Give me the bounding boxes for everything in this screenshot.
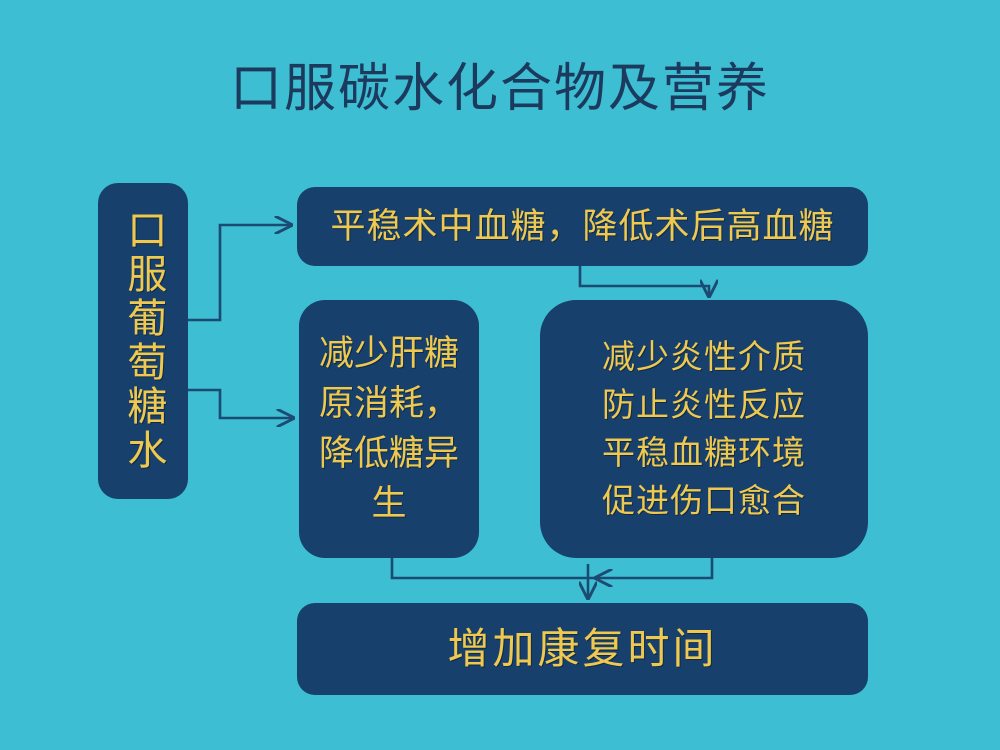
connector-source-to-glycemia (188, 225, 291, 322)
node-reduce-inflammation-line-2: 防止炎性反应 (602, 385, 806, 424)
node-stable-intraop-glycemia-label: 平稳术中血糖，降低术后高血糖 (330, 206, 835, 247)
node-reduce-inflammation[interactable]: 减少炎性介质 防止炎性反应 平稳血糖环境 促进伤口愈合 (540, 300, 868, 558)
node-reduce-inflammation-line-4: 促进伤口愈合 (602, 481, 806, 520)
node-reduce-inflammation-lines: 减少炎性介质 防止炎性反应 平稳血糖环境 促进伤口愈合 (602, 333, 806, 525)
node-oral-glucose-water[interactable]: 口服葡萄糖水 (98, 183, 188, 499)
node-stable-intraop-glycemia[interactable]: 平稳术中血糖，降低术后高血糖 (297, 187, 868, 266)
node-reduce-glycogen-consumption[interactable]: 减少肝糖原消耗，降低糖异生 (299, 300, 479, 558)
connector-source-to-glycogen (188, 388, 293, 418)
node-reduce-inflammation-line-3: 平稳血糖环境 (602, 433, 806, 472)
node-reduce-glycogen-consumption-label: 减少肝糖原消耗，降低糖异生 (318, 334, 459, 524)
node-increase-recovery-time[interactable]: 增加康复时间 (297, 603, 868, 695)
node-reduce-inflammation-line-1: 减少炎性介质 (602, 337, 806, 376)
node-oral-glucose-water-label: 口服葡萄糖水 (120, 209, 167, 473)
node-increase-recovery-time-label: 增加康复时间 (447, 624, 718, 673)
page-title: 口服碳水化合物及营养 (229, 59, 770, 119)
